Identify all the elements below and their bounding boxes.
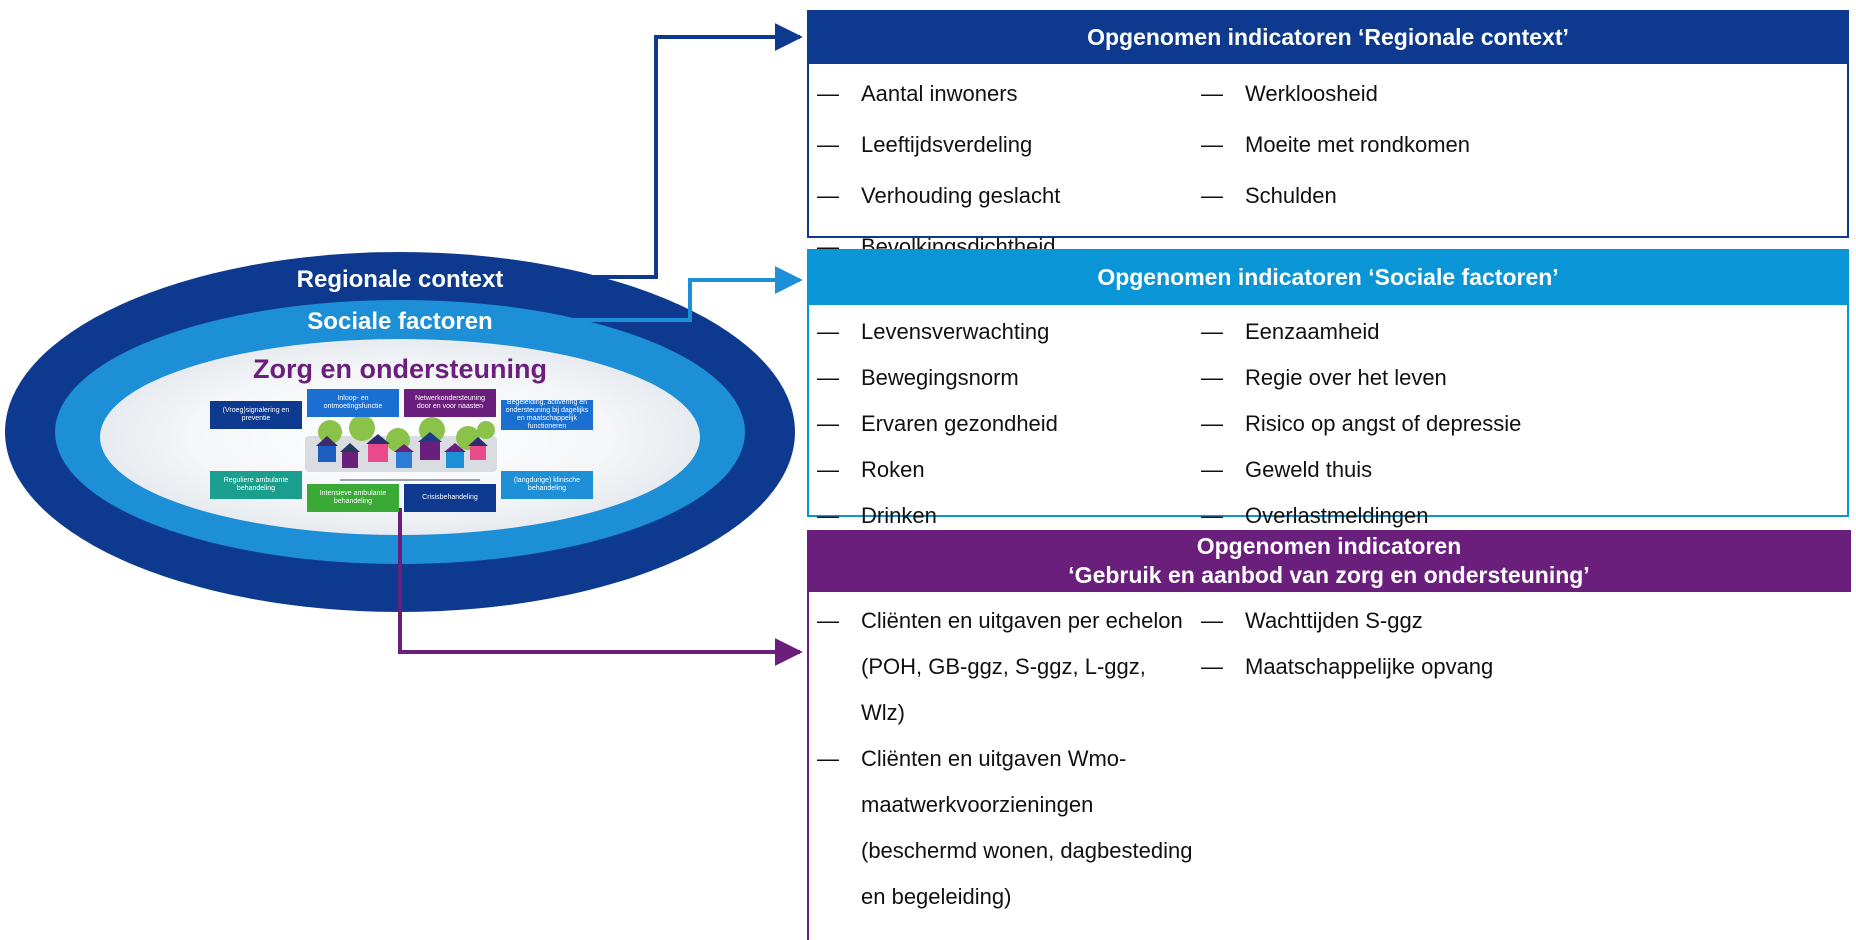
list-item: —Werkloosheid [1201, 81, 1378, 106]
list-item: —Schulden [1201, 183, 1337, 208]
mini-box-netwerkondersteuning: Netwerkondersteuning door en voor naaste… [404, 389, 496, 417]
panel-zorg-title-line2: ‘Gebruik en aanbod van zorg en ondersteu… [1068, 562, 1590, 588]
list-item: —Moeite met rondkomen [1201, 132, 1470, 157]
list-item: —Overlastmeldingen [1201, 503, 1429, 528]
list-item: — Cliënten en uitgaven per echelon (POH,… [817, 608, 1183, 725]
connector-regionale [530, 23, 803, 279]
panel-zorg-title: Opgenomen indicatoren ‘Gebruik en aanbod… [807, 530, 1851, 592]
ring-label-regionale-context: Regionale context [296, 266, 504, 293]
panel-regionale-title: Opgenomen indicatoren ‘Regionale context… [807, 10, 1849, 64]
panel-zorg-en-ondersteuning: Opgenomen indicatoren ‘Gebruik en aanbod… [807, 530, 1851, 940]
list-item: — Cliënten en uitgaven Wmo-maatwerkvoorz… [817, 746, 1193, 909]
list-item: —Drinken [817, 503, 937, 528]
list-item: —Regie over het leven [1201, 365, 1447, 390]
sociale-left-list: —Levensverwachting —Bewegingsnorm —Ervar… [817, 309, 1201, 539]
mini-box-begeleiding: Begeleiding, activering en ondersteuning… [501, 399, 593, 430]
list-item: —Maatschappelijke opvang [1201, 654, 1494, 679]
mini-box-intensieve-ambulante: Intensieve ambulante behandeling [307, 484, 399, 512]
list-item: —Bewegingsnorm [817, 365, 1019, 390]
panel-sociale-title: Opgenomen indicatoren ‘Sociale factoren’ [807, 249, 1849, 305]
mini-box-reguliere-ambulante: Reguliere ambulante behandeling [210, 471, 302, 499]
regionale-right-list: —Werkloosheid —Moeite met rondkomen —Sch… [1201, 68, 1601, 272]
list-item: —Levensverwachting [817, 319, 1050, 344]
connector-zorg [398, 508, 803, 666]
list-item: —Geweld thuis [1201, 457, 1373, 482]
zorg-left-list: — Cliënten en uitgaven per echelon (POH,… [817, 598, 1201, 920]
ring-label-zorg-en-ondersteuning: Zorg en ondersteuning [253, 354, 547, 384]
mini-box-crisisbehandeling: Crisisbehandeling [404, 484, 496, 512]
zorg-right-list: —Wachttijden S-ggz —Maatschappelijke opv… [1201, 598, 1601, 920]
regionale-left-list: —Aantal inwoners —Leeftijdsverdeling —Ve… [817, 68, 1201, 272]
list-item: —Risico op angst of depressie [1201, 411, 1522, 436]
list-item: —Roken [817, 457, 925, 482]
connector-sociale [500, 266, 803, 322]
list-item: —Verhouding geslacht [817, 183, 1061, 208]
sociale-right-list: —Eenzaamheid —Regie over het leven —Risi… [1201, 309, 1621, 539]
list-item: —Eenzaamheid [1201, 319, 1380, 344]
list-item: —Aantal inwoners [817, 81, 1018, 106]
panel-sociale-factoren: Opgenomen indicatoren ‘Sociale factoren’… [807, 249, 1849, 528]
list-item: —Wachttijden S-ggz [1201, 608, 1423, 633]
panel-regionale-context: Opgenomen indicatoren ‘Regionale context… [807, 10, 1849, 259]
list-item: —Ervaren gezondheid [817, 411, 1058, 436]
mini-box-klinische-behandeling: (langdurige) klinische behandeling [501, 471, 593, 499]
panel-zorg-title-line1: Opgenomen indicatoren [1196, 533, 1462, 559]
mini-box-signalering: (Vroeg)signalering en preventie [210, 401, 302, 429]
village-illustration [305, 415, 497, 481]
list-item: —Leeftijdsverdeling [817, 132, 1033, 157]
ring-label-sociale-factoren: Sociale factoren [307, 308, 493, 335]
mini-box-inloop: Inloop- en ontmoetingsfunctie [307, 389, 399, 417]
